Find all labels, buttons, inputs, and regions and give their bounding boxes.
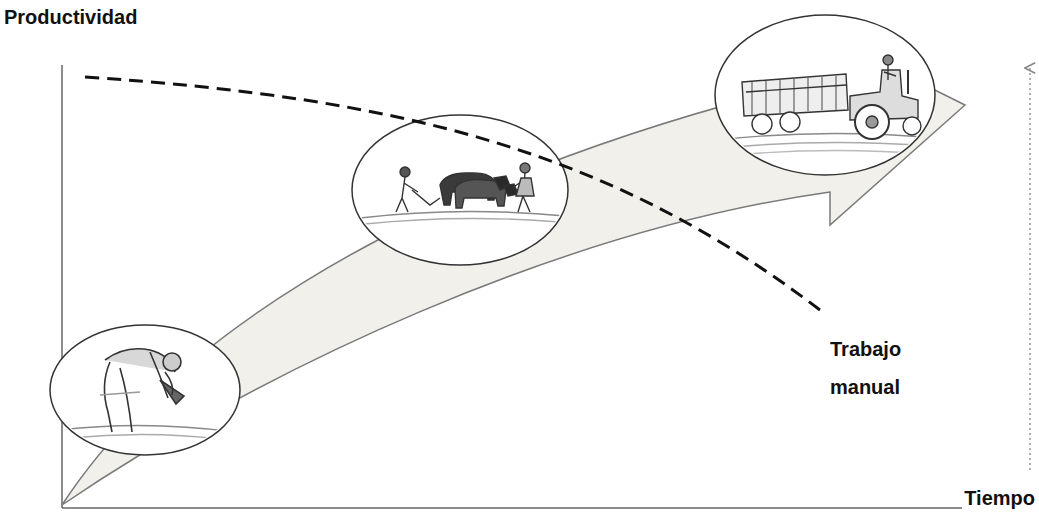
axis-label: Tiempo xyxy=(964,487,1035,510)
increase-arrow xyxy=(1029,68,1030,470)
manual-labour-curve xyxy=(85,77,820,310)
ox-plough-sketch xyxy=(360,163,565,224)
tractor-sketch xyxy=(718,55,935,156)
y-axis xyxy=(61,65,63,508)
ox-plough-vignette xyxy=(352,115,568,265)
manual-labour-vignette xyxy=(50,325,240,455)
curve-label: Trabajo manual xyxy=(830,330,960,406)
x-axis xyxy=(62,507,962,509)
tractor-vignette xyxy=(715,15,935,175)
digging-man-sketch xyxy=(60,349,235,440)
axis-label: Productividad xyxy=(4,6,137,29)
